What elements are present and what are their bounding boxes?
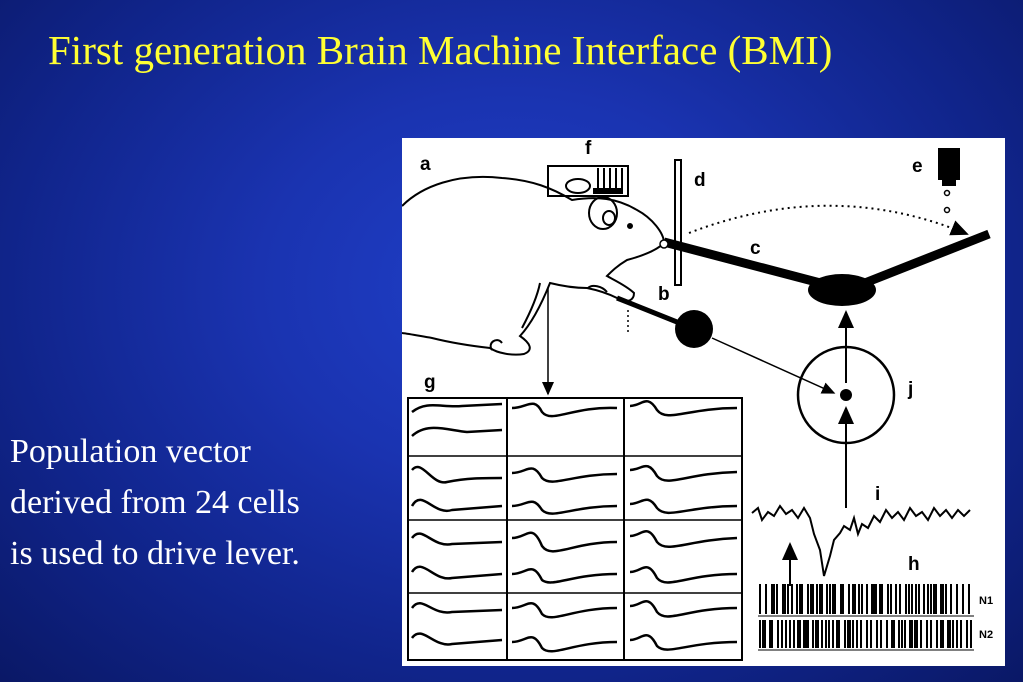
population-activity-trace: [751, 504, 971, 586]
label-d: d: [694, 170, 706, 191]
rat-illustration: [402, 175, 666, 356]
label-e: e: [912, 156, 923, 177]
water-dispenser: [938, 148, 960, 214]
spike-raster-n1: [758, 584, 974, 617]
body-line: is used to drive lever.: [10, 535, 300, 572]
spike-waveform-grid: [407, 397, 743, 661]
label-c: c: [750, 238, 761, 259]
paw-lever: [616, 295, 713, 348]
electrode-headstage: [547, 165, 629, 197]
bmi-diagram-figure: a b c d e f g h i j N1 N2: [402, 138, 1005, 666]
slide-body-text: Population vector derived from 24 cells …: [10, 426, 390, 579]
label-i: i: [875, 484, 880, 505]
label-n1: N1: [979, 595, 993, 607]
bmi-diagram-svg: a b c d e f g h i j N1 N2: [402, 138, 993, 661]
label-j: j: [907, 379, 913, 400]
label-g: g: [424, 372, 436, 393]
population-vector-circle: [542, 288, 896, 508]
spike-raster-n2: [758, 620, 974, 651]
body-line: Population vector: [10, 433, 251, 470]
label-n2: N2: [979, 629, 993, 641]
robot-arm-lever: [659, 204, 991, 306]
label-f: f: [585, 138, 592, 159]
slide-title: First generation Brain Machine Interface…: [48, 27, 833, 73]
label-h: h: [908, 554, 920, 575]
label-a: a: [420, 154, 431, 175]
body-line: derived from 24 cells: [10, 484, 300, 521]
label-b: b: [658, 284, 670, 305]
barrier-wall: [674, 159, 682, 286]
